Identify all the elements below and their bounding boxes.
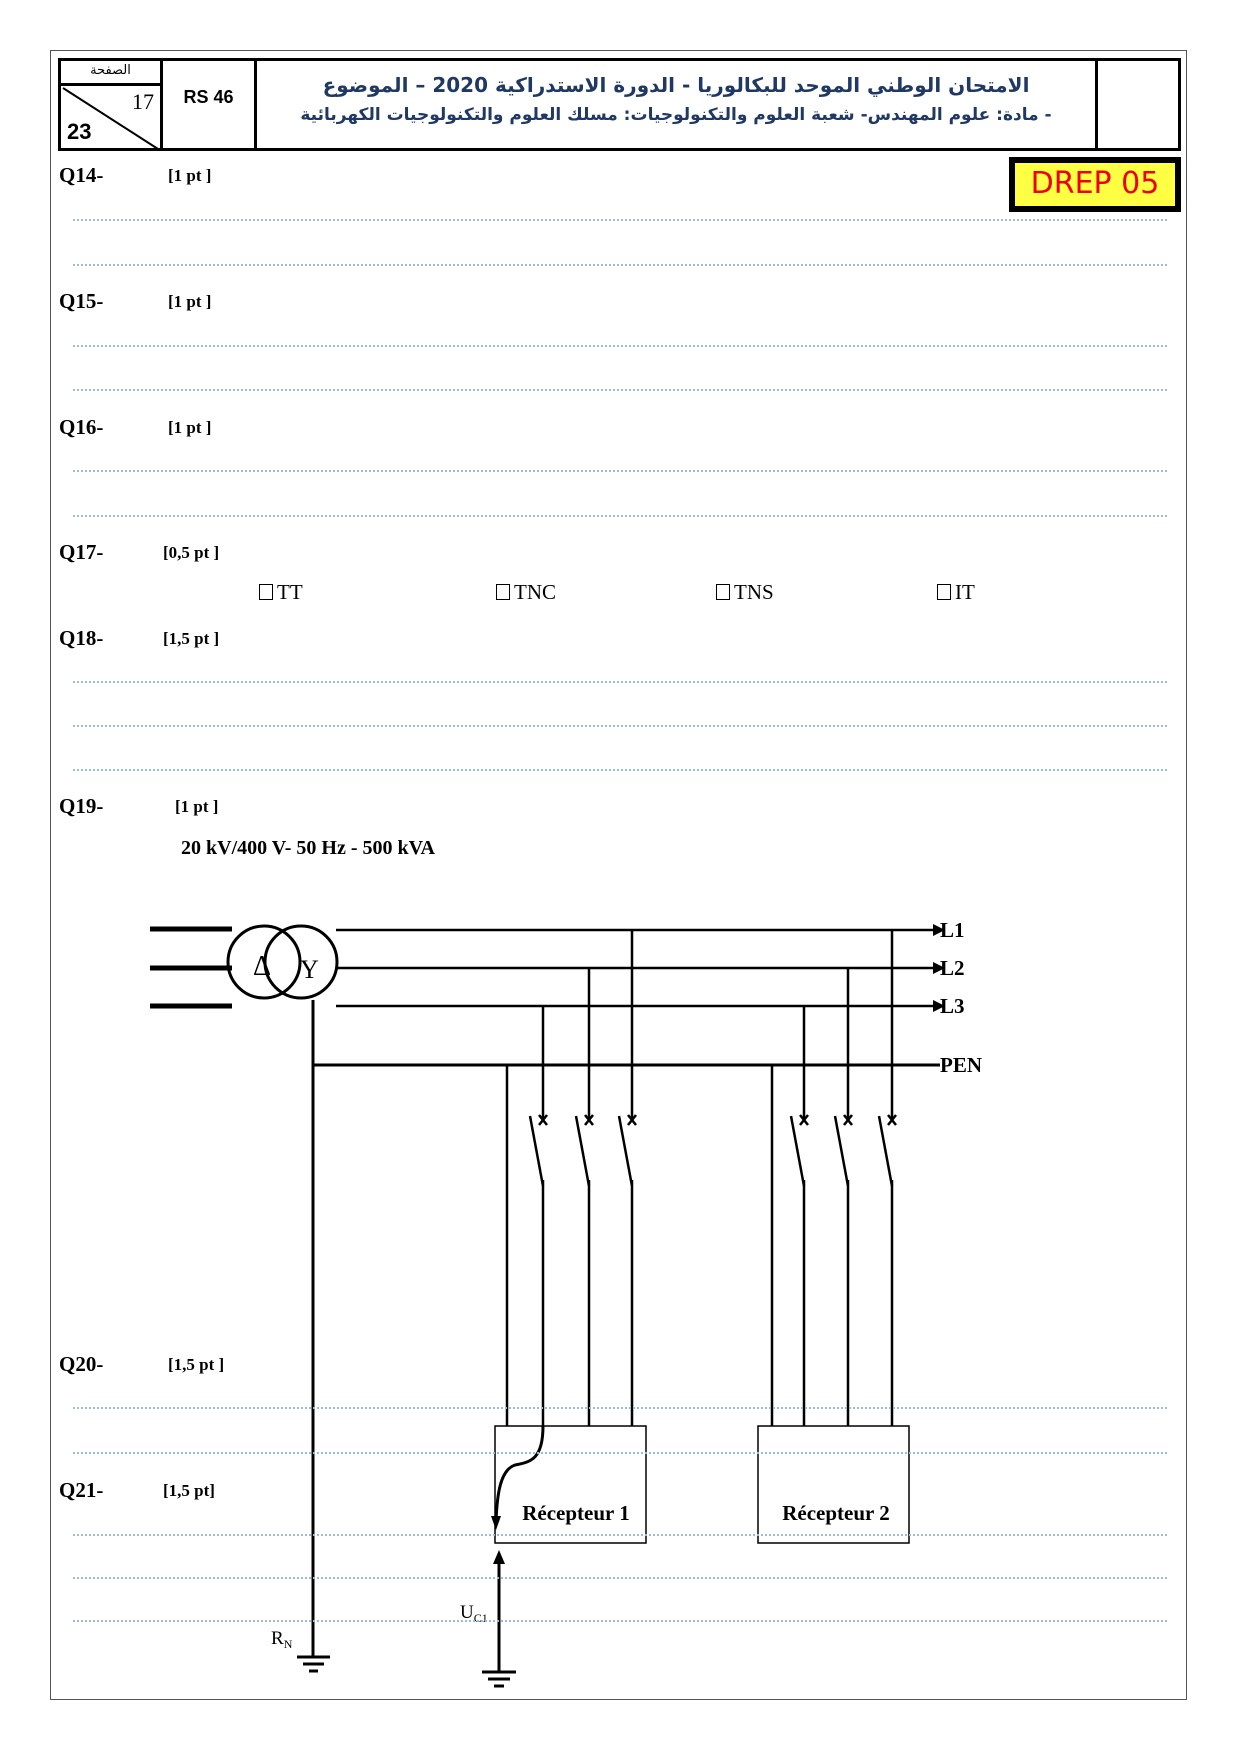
q15-points: [1 pt ] (168, 292, 212, 311)
breaker-x-icon (538, 1114, 548, 1126)
answer-line[interactable] (73, 515, 1167, 517)
code-cell: RS 46 (163, 61, 257, 148)
option-it[interactable]: IT (937, 580, 975, 605)
breaker-blade (789, 1115, 806, 1187)
page-border (50, 50, 1187, 1700)
checkbox[interactable] (496, 584, 510, 600)
arrow-icons (933, 924, 945, 1012)
drep-badge: DREP 05 (1009, 157, 1181, 212)
breaker-x-icon (584, 1114, 594, 1126)
answer-line[interactable] (73, 264, 1167, 266)
hv-input-lines (150, 926, 232, 1009)
drep-label: DREP 05 (1014, 162, 1176, 207)
q18-label: Q18- (59, 626, 104, 650)
option-tns[interactable]: TNS (716, 580, 774, 605)
q17-label: Q17- (59, 540, 104, 564)
page-current: 17 (132, 89, 154, 114)
line-label-l2: L2 (940, 956, 965, 980)
breaker-blade (617, 1115, 634, 1187)
q16-points: [1 pt ] (168, 418, 212, 437)
transformer-icon (226, 924, 339, 1000)
option-label: TT (277, 580, 303, 604)
receiver-2-label: Récepteur 2 (782, 1501, 890, 1525)
uc-arrow-head-icon (493, 1550, 505, 1564)
answer-line[interactable] (73, 1407, 1167, 1409)
option-label: IT (955, 580, 975, 604)
rn-label: RN (271, 1628, 293, 1651)
header-table: الصفحة 17 23 RS 46 الامتحان الوطني الموح… (58, 58, 1181, 151)
line-label-pen: PEN (940, 1053, 982, 1077)
q20-label: Q20- (59, 1352, 104, 1376)
checkbox[interactable] (716, 584, 730, 600)
breaker-x-icon (627, 1114, 637, 1126)
q20-points: [1,5 pt ] (168, 1355, 225, 1374)
option-label: TNC (514, 580, 556, 604)
answer-line[interactable] (73, 1620, 1167, 1622)
transformer-rating: 20 kV/400 V- 50 Hz - 500 kVA (181, 837, 435, 859)
q18-points: [1,5 pt ] (163, 629, 220, 648)
receiver-2-box (757, 1425, 910, 1544)
q14-label: Q14- (59, 163, 104, 187)
breaker-x-icon (843, 1114, 853, 1126)
answer-line[interactable] (73, 681, 1167, 683)
answer-line[interactable] (73, 1452, 1167, 1454)
receiver-1-label: Récepteur 1 (522, 1501, 630, 1525)
ground-icon (297, 1655, 330, 1673)
receiver-1-box (494, 1425, 647, 1544)
q19-label: Q19- (59, 794, 104, 818)
q19-points: [1 pt ] (175, 797, 219, 816)
title-cell: الامتحان الوطني الموحد للبكالوريا - الدو… (257, 61, 1098, 148)
breaker-blade (574, 1115, 591, 1187)
answer-line[interactable] (73, 219, 1167, 221)
fault-path (494, 1425, 545, 1523)
q16-label: Q16- (59, 415, 104, 439)
answer-line[interactable] (73, 769, 1167, 771)
q15-label: Q15- (59, 289, 104, 313)
exam-subject: - مادة: علوم المهندس- شعبة العلوم والتكن… (300, 105, 1052, 125)
breaker-x-icon (799, 1114, 809, 1126)
checkbox[interactable] (259, 584, 273, 600)
page-label: الصفحة (61, 61, 160, 86)
exam-code: RS 46 (183, 87, 234, 107)
fault-arrow-icon (491, 1516, 501, 1530)
answer-line[interactable] (73, 1577, 1167, 1579)
page-number-cell: الصفحة 17 23 (61, 61, 163, 150)
breaker-x-icon (887, 1114, 897, 1126)
breaker-blade (877, 1115, 894, 1187)
diagonal-divider (62, 87, 159, 150)
exam-title: الامتحان الوطني الموحد للبكالوريا - الدو… (322, 73, 1030, 97)
ground-icon (482, 1670, 516, 1688)
answer-line[interactable] (73, 725, 1167, 727)
bus-lines (311, 928, 940, 1656)
line-label-l3: L3 (940, 994, 965, 1018)
q21-points: [1,5 pt] (163, 1481, 215, 1500)
receiver-branches (505, 930, 897, 1426)
option-tnc[interactable]: TNC (496, 580, 556, 605)
q17-points: [0,5 pt ] (163, 543, 220, 562)
q14-points: [1 pt ] (168, 166, 212, 185)
option-tt[interactable]: TT (259, 580, 303, 605)
answer-line[interactable] (73, 470, 1167, 472)
delta-symbol: Δ (253, 951, 271, 982)
line-label-l1: L1 (940, 918, 965, 942)
page-total: 23 (67, 119, 92, 144)
option-label: TNS (734, 580, 774, 604)
q21-label: Q21- (59, 1478, 104, 1502)
star-symbol: Y (300, 955, 319, 984)
answer-line[interactable] (73, 389, 1167, 391)
breaker-blade (833, 1115, 850, 1187)
answer-line[interactable] (73, 345, 1167, 347)
checkbox[interactable] (937, 584, 951, 600)
breaker-blade (528, 1115, 545, 1187)
answer-line[interactable] (73, 1534, 1167, 1536)
